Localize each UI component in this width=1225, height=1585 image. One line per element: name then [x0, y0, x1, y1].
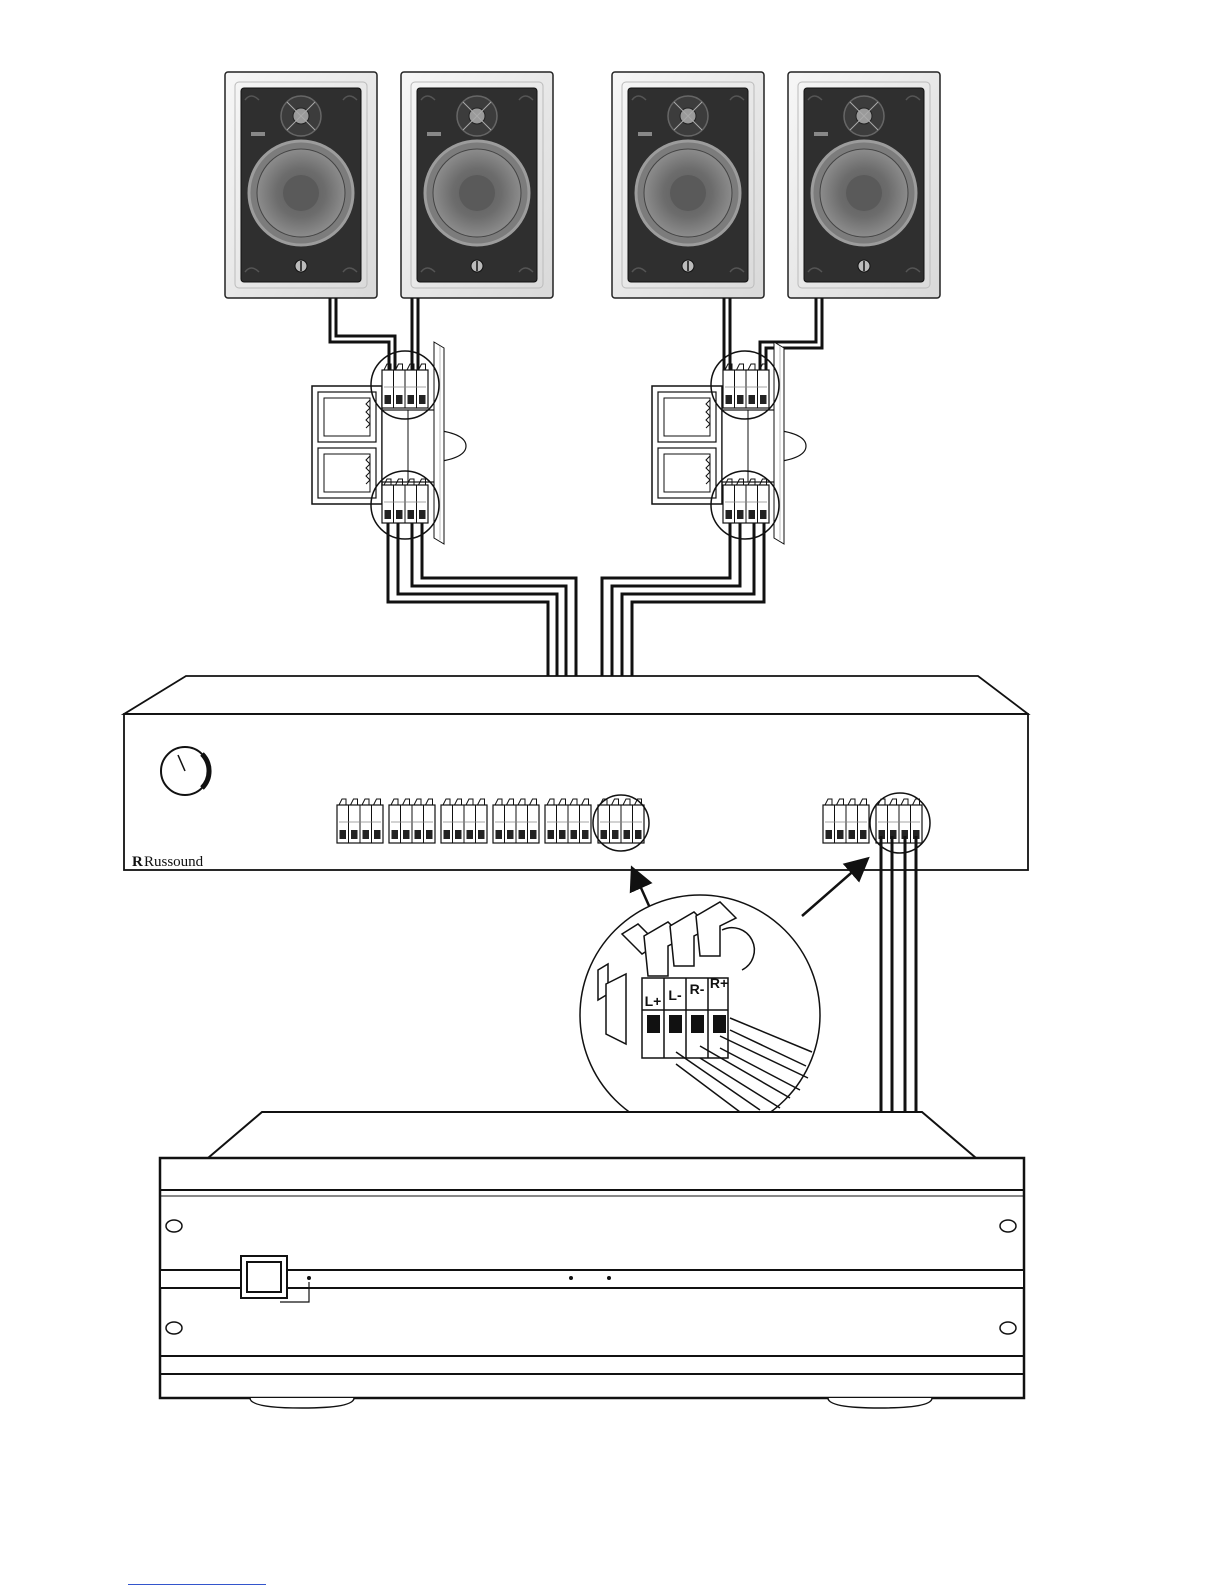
- speaker-1: [225, 72, 377, 298]
- zone-5-terminal: [545, 799, 591, 843]
- power-button-icon[interactable]: [241, 1256, 287, 1298]
- vc-right-bottom-terminal: [723, 479, 769, 523]
- terminal-label-r-plus: R+: [710, 975, 728, 991]
- speaker-4: [788, 72, 940, 298]
- vc-left-bottom-terminal: [382, 479, 428, 523]
- speaker-2: [401, 72, 553, 298]
- zone-3-terminal: [441, 799, 487, 843]
- terminal-label-l-minus: L-: [668, 987, 682, 1003]
- output-a-terminal: [823, 799, 869, 843]
- logo-mark: R: [132, 854, 143, 870]
- speaker-3: [612, 72, 764, 298]
- vc-left-top-terminal: [382, 364, 428, 408]
- zone-6-terminal: [598, 799, 644, 843]
- vc-right-top-terminal: [723, 364, 769, 408]
- zone-1-terminal: [337, 799, 383, 843]
- controller-to-amp-wires: [881, 836, 916, 1112]
- zone-2-terminal: [389, 799, 435, 843]
- controller-zone-terminals: [337, 799, 922, 843]
- terminal-label-r-minus: R-: [690, 981, 705, 997]
- russound-logo: R Russound: [132, 854, 204, 870]
- terminal-label-l-plus: L+: [645, 993, 662, 1009]
- volume-knob-icon[interactable]: [161, 747, 209, 795]
- brand-name: Russound: [144, 854, 204, 870]
- amplifier-unit: [160, 1112, 1024, 1408]
- connector-callout: L+ L- R- R+: [580, 895, 820, 1135]
- zone-4-terminal: [493, 799, 539, 843]
